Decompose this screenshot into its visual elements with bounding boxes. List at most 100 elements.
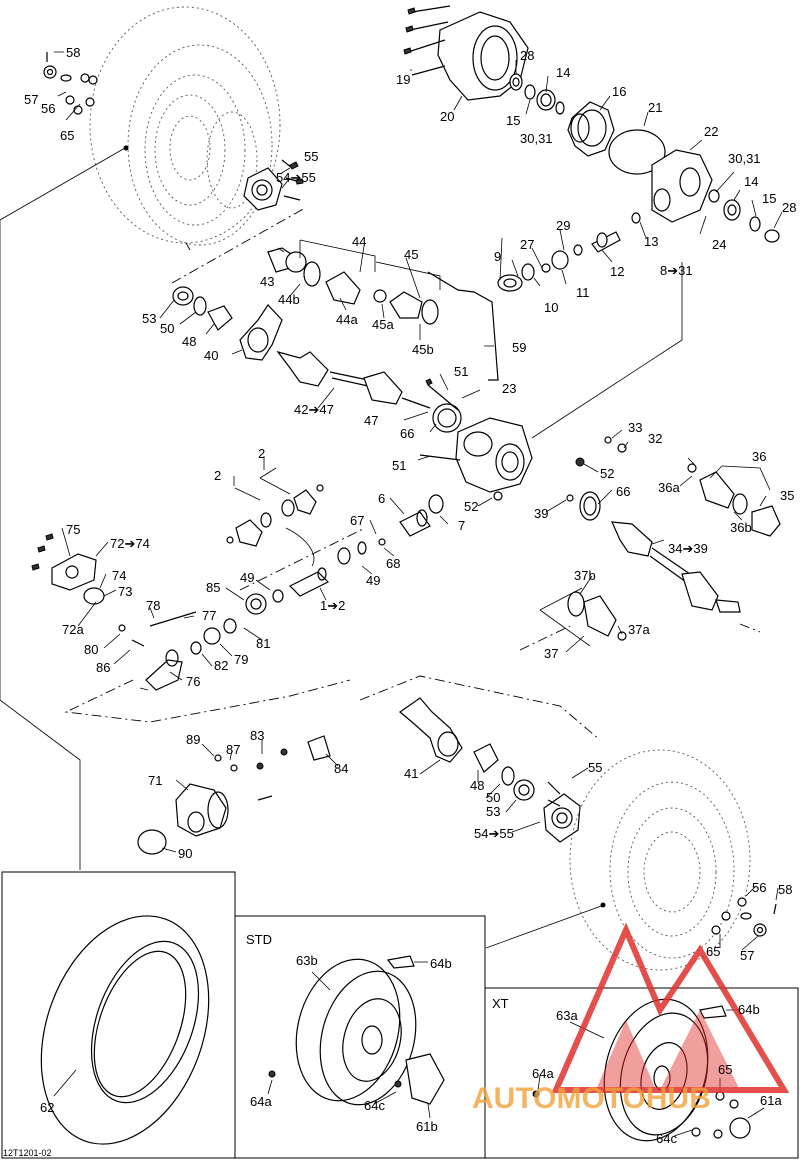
wheel-hub-top <box>243 159 304 211</box>
part-label-l7274: 72➔74 <box>110 536 150 551</box>
output-76-82 <box>118 611 237 691</box>
part-label-l14b: 14 <box>744 174 758 189</box>
part-label-l89: 89 <box>186 732 200 747</box>
part-label-l53a: 53 <box>142 311 156 326</box>
bearing-48-50-53-top <box>172 286 233 331</box>
panel-xt-rim <box>484 987 799 1159</box>
part-label-l49a: 49 <box>240 570 254 585</box>
part-label-l53b: 53 <box>486 804 500 819</box>
part-label-l66b: 66 <box>616 484 630 499</box>
part-label-l66a: 66 <box>400 426 414 441</box>
part-label-l74: 74 <box>112 568 126 583</box>
part-label-l37b: 37b <box>574 568 596 583</box>
part-label-l2a: 2 <box>214 468 221 483</box>
part-label-l4247: 42➔47 <box>294 402 334 417</box>
part-label-l85: 85 <box>206 580 220 595</box>
vent-hose-59 <box>427 271 499 381</box>
part-label-l67: 67 <box>350 513 364 528</box>
part-label-l37a: 37a <box>628 622 650 637</box>
part-label-l51b: 51 <box>392 458 406 473</box>
part-label-l44: 44 <box>352 234 366 249</box>
part-label-l57a: 57 <box>24 92 38 107</box>
ring-gear-16 <box>567 101 615 157</box>
knuckle-40 <box>239 304 283 361</box>
part-label-l83: 83 <box>250 728 264 743</box>
part-label-l77: 77 <box>202 608 216 623</box>
boot-45 <box>389 291 439 325</box>
part-label-l55b: 55 <box>588 760 602 775</box>
o-ring-21 <box>608 129 666 175</box>
driveshaft-42-47 <box>276 350 431 409</box>
part-label-l57b: 57 <box>740 948 754 963</box>
part-label-l29: 29 <box>556 218 570 233</box>
part-label-l52b: 52 <box>464 499 478 514</box>
arrow-1-2 <box>285 527 315 567</box>
part-label-l71: 71 <box>148 773 162 788</box>
housing-71-90 <box>137 735 331 855</box>
part-label-l56b: 56 <box>752 880 766 895</box>
part-label-l61b: 61b <box>416 1119 438 1134</box>
part-label-l6: 6 <box>378 491 385 506</box>
part-label-l84: 84 <box>334 761 348 776</box>
part-label-l50b: 50 <box>486 790 500 805</box>
part-label-l49b: 49 <box>366 573 380 588</box>
part-label-l58b: 58 <box>778 882 792 897</box>
part-label-l33: 33 <box>628 420 642 435</box>
part-label-l63b: 63b <box>296 953 318 968</box>
part-label-l3031a: 30,31 <box>520 131 553 146</box>
propshaft-boot-2 <box>226 484 324 547</box>
front-diff-case-20 <box>403 5 529 101</box>
part-label-l10: 10 <box>544 300 558 315</box>
part-label-l65a: 65 <box>60 128 74 143</box>
propshaft-1-2 <box>245 567 330 615</box>
part-label-l48a: 48 <box>182 334 196 349</box>
part-label-l64a2: 64a <box>532 1066 554 1081</box>
part-label-l45b: 45b <box>412 342 434 357</box>
part-label-l36a: 36a <box>658 480 680 495</box>
part-label-l15b: 15 <box>762 191 776 206</box>
brackets <box>234 239 771 647</box>
wheel-top-left <box>89 6 281 246</box>
leader-lines <box>54 51 783 951</box>
part-label-l19: 19 <box>396 72 410 87</box>
part-label-l79: 79 <box>234 652 248 667</box>
part-label-l61a: 61a <box>760 1093 782 1108</box>
part-label-l87: 87 <box>226 742 240 757</box>
part-label-l44a: 44a <box>336 312 358 327</box>
part-label-l28a: 28 <box>520 48 534 63</box>
part-label-l15a: 15 <box>506 113 520 128</box>
panel-title-xt_title: XT <box>492 996 509 1011</box>
part-label-l12: 12 <box>610 264 624 279</box>
part-label-l3439: 34➔39 <box>668 541 708 556</box>
part-label-l37: 37 <box>544 646 558 661</box>
part-label-l16: 16 <box>612 84 626 99</box>
part-label-l28b: 28 <box>782 200 796 215</box>
watermark-text: AUTOMOTOHUB <box>472 1082 711 1115</box>
bearing-48-50-53-bottom <box>473 743 535 801</box>
part-label-l63a: 63a <box>556 1008 578 1023</box>
part-label-l27: 27 <box>520 237 534 252</box>
coupler-6-7 <box>337 494 444 565</box>
panel-title-std_title: STD <box>246 932 272 947</box>
part-label-l56a: 56 <box>41 101 55 116</box>
part-label-l5455b: 54➔55 <box>474 826 514 841</box>
part-label-l9: 9 <box>494 249 501 264</box>
part-label-l55a: 55 <box>304 149 318 164</box>
part-label-l23: 23 <box>502 381 516 396</box>
part-label-l72a: 72a <box>62 622 84 637</box>
cv-joint-35-36 <box>687 463 781 537</box>
part-label-l80: 80 <box>84 642 98 657</box>
boot-37 <box>567 591 627 641</box>
rear-diff-unit <box>419 378 533 493</box>
driveshaft-34-39 <box>611 521 741 613</box>
part-label-l68: 68 <box>386 556 400 571</box>
part-label-l45a: 45a <box>372 317 394 332</box>
part-label-l12b: 1➔2 <box>320 598 345 613</box>
part-label-l64b2: 64b <box>738 1002 760 1017</box>
part-label-l36: 36 <box>752 449 766 464</box>
watermark-logo <box>551 922 790 1093</box>
part-label-l45: 45 <box>404 247 418 262</box>
part-label-l24: 24 <box>712 237 726 252</box>
